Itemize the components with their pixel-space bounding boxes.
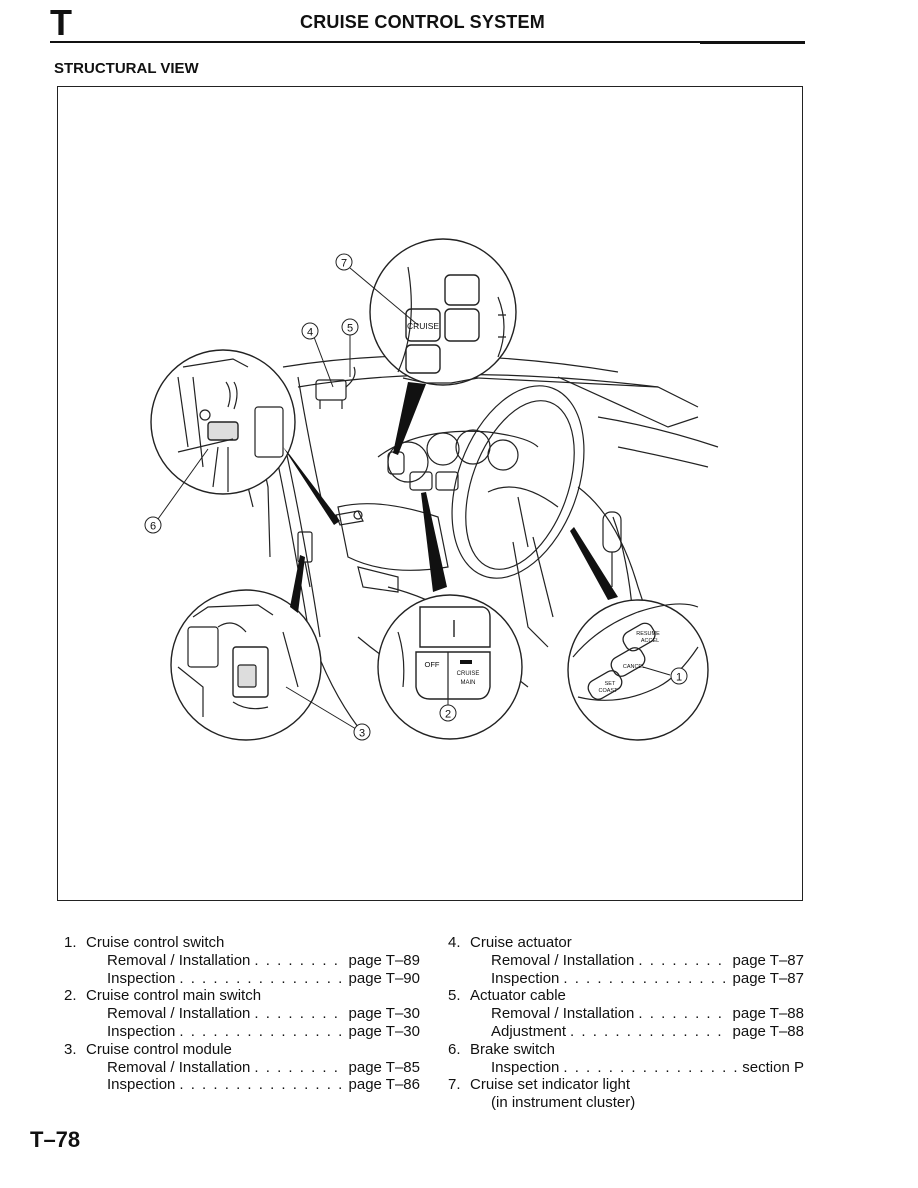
svg-text:4: 4 bbox=[307, 327, 313, 339]
svg-text:2: 2 bbox=[445, 709, 451, 721]
set-label: SET bbox=[605, 681, 616, 687]
callout-5: 5 bbox=[341, 318, 359, 336]
page-reference: page T–30 bbox=[348, 1005, 420, 1023]
svg-text:7: 7 bbox=[341, 258, 347, 270]
legend-item-3: 3. Cruise control module Removal / Instal… bbox=[64, 1041, 420, 1094]
callout-7: 7 bbox=[335, 253, 353, 271]
detail-cruise-indicator: CRUISE bbox=[369, 238, 517, 386]
legend-item-7: 7. Cruise set indicator light (in instrum… bbox=[448, 1076, 804, 1112]
ref-row: Removal / Installationpage T–87 bbox=[448, 952, 804, 970]
item-title: Cruise actuator bbox=[470, 934, 572, 951]
item-title: Cruise set indicator light bbox=[470, 1076, 631, 1094]
pointer-wedge-3 bbox=[290, 555, 305, 613]
callout-1: 1 bbox=[670, 667, 688, 685]
page-reference: page T–30 bbox=[348, 1022, 420, 1040]
svg-text:1: 1 bbox=[676, 672, 682, 684]
item-title: Cruise control switch bbox=[86, 934, 225, 951]
page-reference: page T–90 bbox=[348, 969, 420, 987]
callout-6: 6 bbox=[144, 516, 162, 534]
ref-row: Inspectionpage T–86 bbox=[64, 1076, 420, 1094]
structural-view-illustration: CRUISE bbox=[144, 238, 719, 741]
cancel-label: CANCEL bbox=[623, 664, 645, 670]
cruise-indicator-label: CRUISE bbox=[407, 321, 439, 331]
ref-row: Inspectionpage T–87 bbox=[448, 970, 804, 988]
legend-item-4: 4. Cruise actuator Removal / Installation… bbox=[448, 934, 804, 987]
svg-text:3: 3 bbox=[359, 728, 365, 740]
ref-row: Removal / Installationpage T–85 bbox=[64, 1059, 420, 1077]
main-switch-cruise-label: CRUISE bbox=[457, 671, 480, 677]
callout-numbers: 7 4 5 6 3 2 1 bbox=[144, 253, 688, 741]
ref-row: Removal / Installationpage T–89 bbox=[64, 952, 420, 970]
item-number: 6. bbox=[448, 1040, 461, 1058]
page-reference: page T–85 bbox=[348, 1058, 420, 1076]
item-number: 3. bbox=[64, 1040, 77, 1058]
detail-cruise-switch: RESUME ACCEL CANCEL SET COAST bbox=[567, 599, 709, 741]
page-reference: section P bbox=[742, 1058, 804, 1076]
callout-3: 3 bbox=[353, 723, 371, 741]
detail-brake-switch bbox=[150, 349, 296, 495]
callout-2: 2 bbox=[439, 704, 457, 722]
svg-text:6: 6 bbox=[150, 521, 156, 533]
ref-row: Inspectionpage T–90 bbox=[64, 970, 420, 988]
dashboard-drawing bbox=[237, 355, 719, 728]
item-number: 7. bbox=[448, 1076, 461, 1094]
legend-item-2: 2. Cruise control main switch Removal / I… bbox=[64, 987, 420, 1040]
legend-item-1: 1. Cruise control switch Removal / Instal… bbox=[64, 934, 420, 987]
structural-view-figure: CRUISE bbox=[57, 86, 803, 901]
ref-row: Removal / Installationpage T–88 bbox=[448, 1005, 804, 1023]
pointer-wedge-2 bbox=[421, 492, 447, 592]
item-number: 5. bbox=[448, 987, 461, 1005]
callout-4: 4 bbox=[301, 322, 319, 340]
detail-main-switch: OFF CRUISE MAIN bbox=[377, 594, 523, 740]
pointer-wedge-6 bbox=[283, 447, 340, 525]
item-number: 4. bbox=[448, 934, 461, 951]
main-switch-off-label: OFF bbox=[425, 660, 440, 669]
page-reference: page T–87 bbox=[732, 951, 804, 969]
ref-row: Adjustmentpage T–88 bbox=[448, 1023, 804, 1041]
page-reference: page T–86 bbox=[348, 1076, 420, 1094]
item-number: 1. bbox=[64, 934, 77, 951]
header-divider-tail bbox=[700, 43, 805, 44]
page-reference: page T–88 bbox=[732, 1005, 804, 1023]
resume-label: RESUME bbox=[636, 631, 660, 637]
svg-text:5: 5 bbox=[347, 323, 353, 335]
pointer-wedge-7 bbox=[393, 382, 426, 455]
pointer-wedge-1 bbox=[570, 527, 618, 600]
main-switch-indicator bbox=[460, 660, 472, 664]
accel-label: ACCEL bbox=[641, 638, 659, 644]
legend-left: 1. Cruise control switch Removal / Instal… bbox=[64, 934, 420, 1094]
page-reference: page T–87 bbox=[732, 969, 804, 987]
coast-label: COAST bbox=[599, 688, 619, 694]
legend-right: 4. Cruise actuator Removal / Installation… bbox=[448, 934, 804, 1112]
page-number: T–78 bbox=[30, 1127, 81, 1152]
legend-item-5: 5. Actuator cable Removal / Installationp… bbox=[448, 987, 804, 1040]
ref-row: Removal / Installationpage T–30 bbox=[64, 1005, 420, 1023]
legend-item-6: 6. Brake switch Inspectionsection P bbox=[448, 1041, 804, 1077]
leader-lines bbox=[157, 267, 671, 730]
page-title: CRUISE CONTROL SYSTEM bbox=[300, 12, 545, 32]
detail-control-module bbox=[170, 589, 322, 741]
main-switch-main-label: MAIN bbox=[461, 680, 476, 686]
section-letter: T bbox=[50, 2, 72, 43]
item-title: Cruise control main switch bbox=[86, 987, 262, 1005]
item-number: 2. bbox=[64, 987, 77, 1005]
section-title: STRUCTURAL VIEW bbox=[54, 60, 199, 77]
item-title: Brake switch bbox=[470, 1040, 556, 1058]
item-note: (in instrument cluster) bbox=[491, 1094, 636, 1112]
item-title: Cruise control module bbox=[86, 1040, 232, 1058]
ref-row: Inspectionpage T–30 bbox=[64, 1023, 420, 1041]
ref-row: Inspectionsection P bbox=[448, 1059, 804, 1077]
item-title: Actuator cable bbox=[470, 987, 566, 1005]
header-divider bbox=[50, 41, 805, 43]
page-reference: page T–89 bbox=[348, 951, 420, 969]
page-reference: page T–88 bbox=[732, 1022, 804, 1040]
